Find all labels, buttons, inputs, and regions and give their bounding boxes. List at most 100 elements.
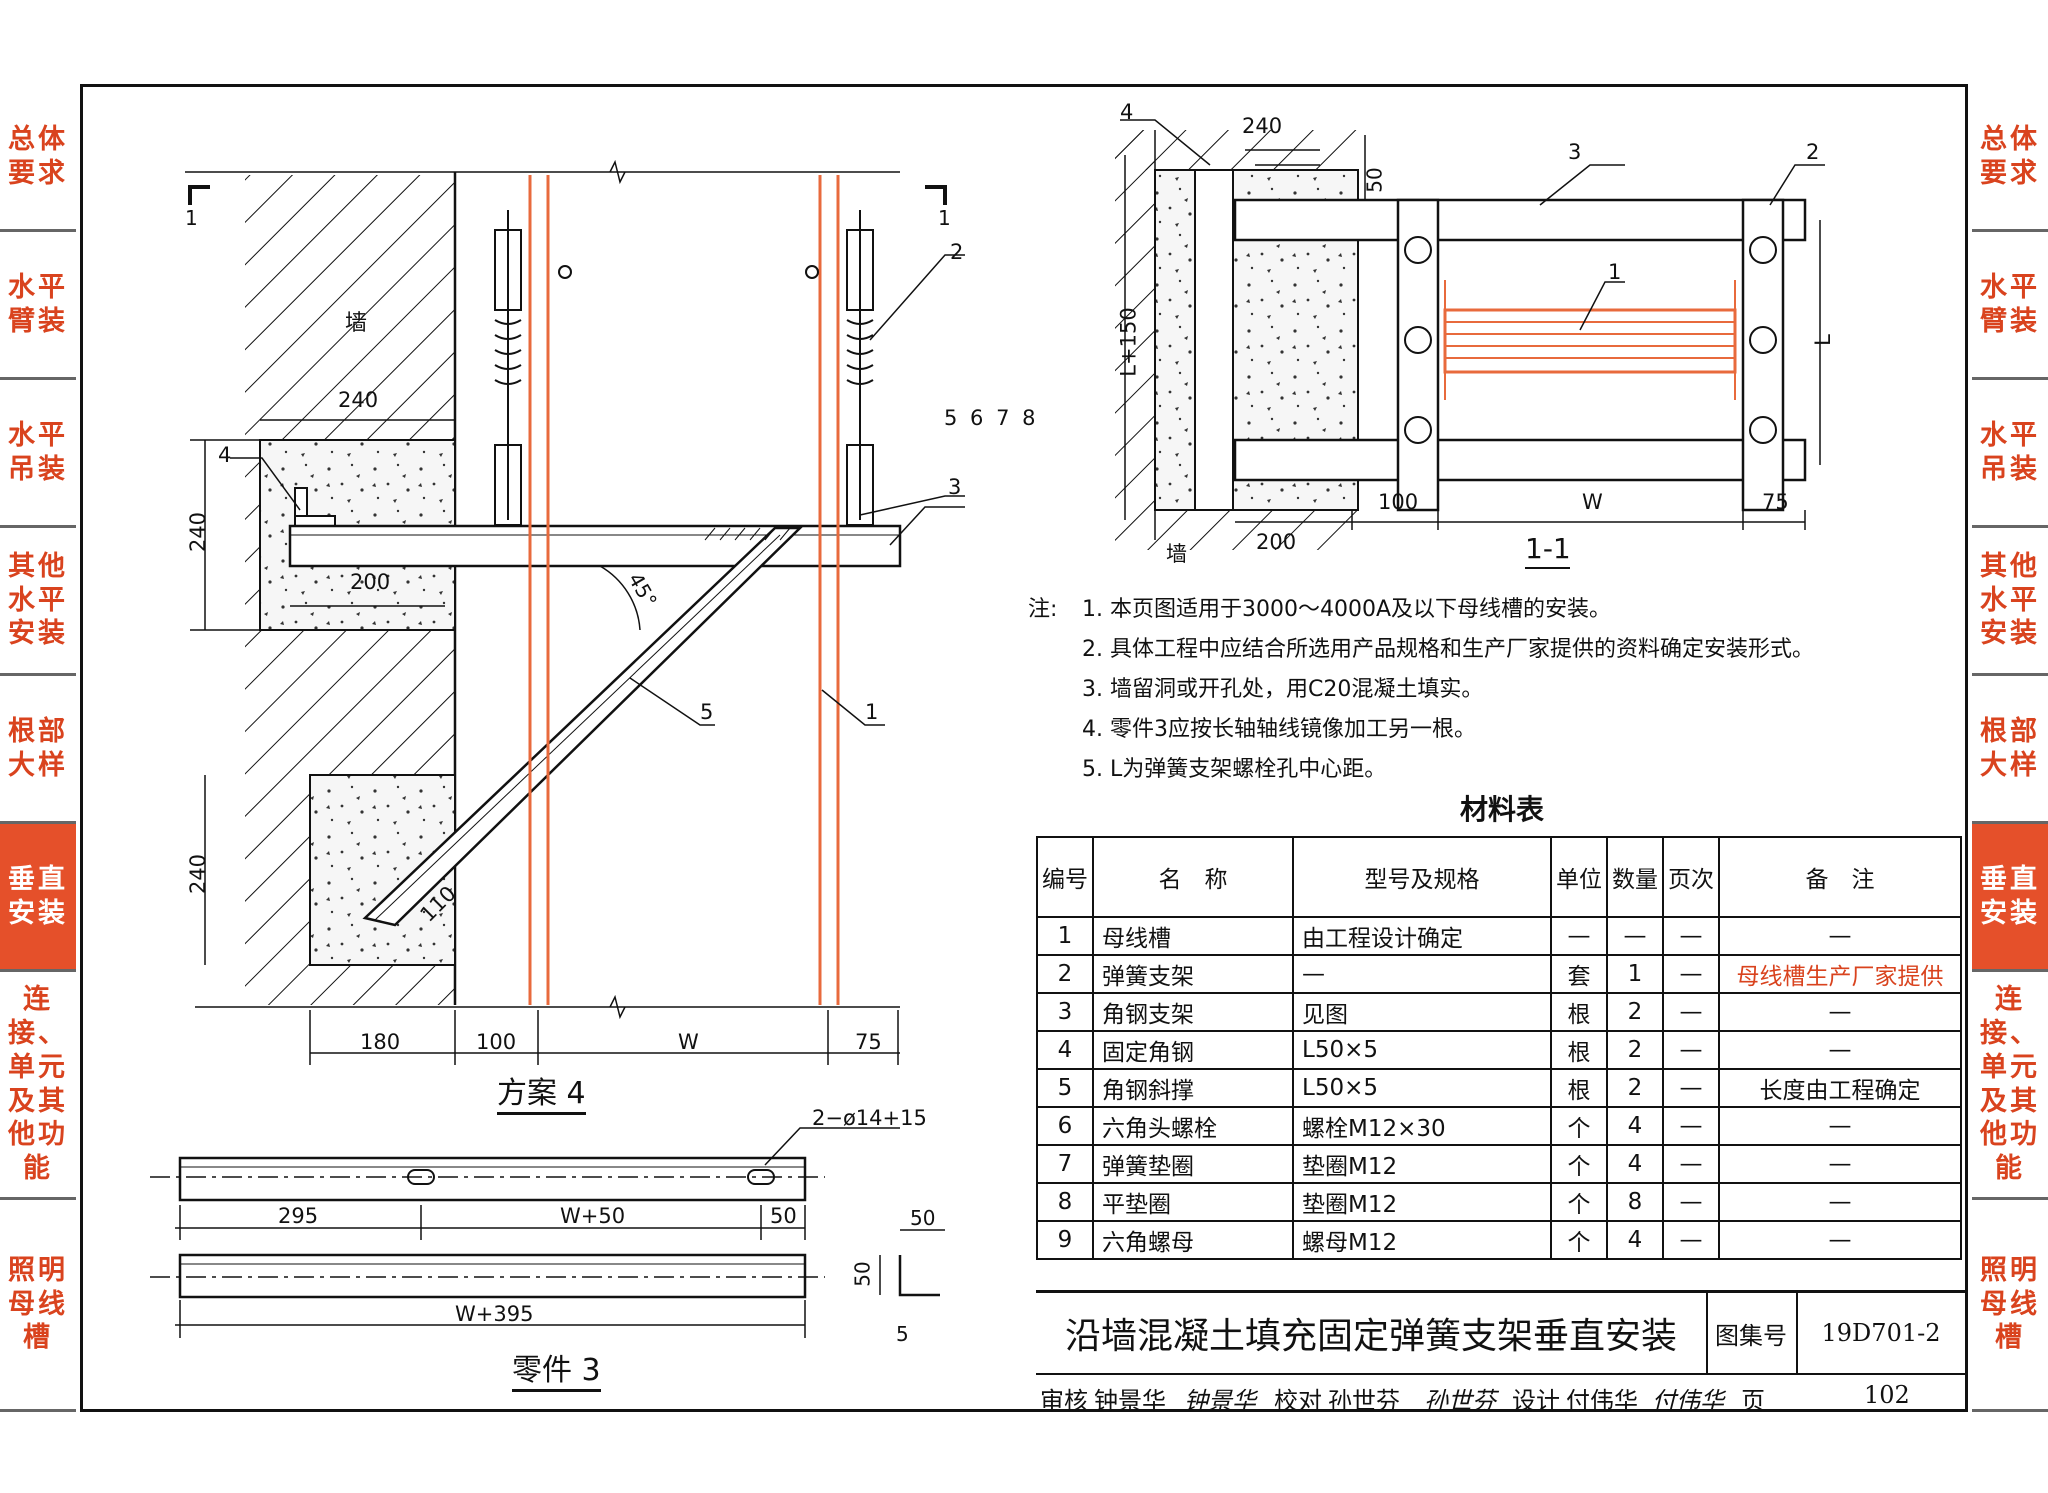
plan4-dim-W: W (678, 1030, 699, 1054)
notes-prefix: 注: (1028, 597, 1058, 622)
chapter-tab[interactable]: 连接、单元及其他功能 (0, 972, 76, 1200)
part3-dim-50: 50 (770, 1204, 797, 1228)
part3-drawing (150, 1127, 945, 1338)
table-cell: 5 (1036, 1068, 1094, 1108)
table-cell: 固定角钢 (1092, 1030, 1294, 1070)
section11-dim-W: W (1582, 490, 1603, 514)
table-cell: — (1550, 916, 1608, 956)
chapter-tab[interactable]: 连接、单元及其他功能 (1972, 972, 2048, 1200)
drawing-title: 沿墙混凝土填充固定弹簧支架垂直安装 (1036, 1293, 1708, 1373)
chapter-tab[interactable]: 水平吊装 (0, 380, 76, 528)
chapter-tab-label: 水平臂装 (1980, 271, 2040, 337)
atlas-no: 19D701-2 (1821, 1319, 1941, 1347)
checker-signature: 孙世芬 (1424, 1387, 1496, 1415)
plan4-dim-75: 75 (855, 1030, 882, 1054)
plan4-title: 方案 4 (497, 1068, 586, 1115)
chapter-tab-label: 水平臂装 (8, 271, 68, 337)
plan4-dim-200: 200 (350, 570, 391, 594)
part3-angle-top: 50 (910, 1206, 936, 1230)
table-cell: 4 (1606, 1106, 1664, 1146)
table-cell: 六角头螺栓 (1092, 1106, 1294, 1146)
table-cell: — (1662, 1182, 1720, 1222)
design-label: 设计 (1512, 1387, 1560, 1415)
plan4-dim-240-left2: 240 (186, 853, 211, 895)
atlas-label: 图集号 (1706, 1293, 1798, 1373)
chapter-tab[interactable]: 垂直安装 (0, 824, 76, 972)
table-cell: 6 (1036, 1106, 1094, 1146)
table-cell: 9 (1036, 1220, 1094, 1260)
reviewer-name: 钟景华 (1094, 1387, 1166, 1415)
table-cell: — (1718, 916, 1962, 956)
table-cell: 套 (1550, 954, 1608, 994)
chapter-tab[interactable]: 水平臂装 (0, 232, 76, 380)
table-cell: — (1606, 916, 1664, 956)
chapter-tab-label: 连接、单元及其他功能 (8, 984, 68, 1184)
table-cell: 2 (1606, 1030, 1664, 1070)
part3-title: 零件 3 (512, 1345, 601, 1392)
table-cell: — (1718, 1106, 1962, 1146)
plan4-callout-5678: 5 6 7 8 (944, 406, 1036, 430)
note-3: 3. 墙留洞或开孔处，用C20混凝土填实。 (1082, 677, 1484, 702)
col-header: 编号 (1036, 836, 1094, 918)
chapter-tab[interactable]: 照明母线槽 (0, 1200, 76, 1412)
table-cell: 母线槽生产厂家提供 (1718, 954, 1962, 994)
chapter-tab-label: 根部大样 (1980, 715, 2040, 781)
note-2: 2. 具体工程中应结合所选用产品规格和生产厂家提供的资料确定安装形式。 (1082, 637, 1814, 662)
chapter-tab[interactable]: 水平臂装 (1972, 232, 2048, 380)
plan4-callout-3: 3 (948, 475, 962, 499)
table-cell: — (1662, 1030, 1720, 1070)
table-cell: 螺栓M12×30 (1292, 1106, 1552, 1146)
title-block: 沿墙混凝土填充固定弹簧支架垂直安装 图集号 19D701-2 审核 钟景华 钟景… (1036, 1290, 1966, 1415)
chapter-tab[interactable]: 根部大样 (0, 676, 76, 824)
part3-dim-W395: W+395 (455, 1302, 534, 1326)
table-cell: 4 (1036, 1030, 1094, 1070)
part3-dim-W50: W+50 (560, 1204, 626, 1228)
part3-angle-thick: 5 (896, 1322, 909, 1346)
table-cell: 弹簧垫圈 (1092, 1144, 1294, 1184)
chapter-tab-label: 总体要求 (8, 123, 68, 189)
table-cell: 弹簧支架 (1092, 954, 1294, 994)
chapter-tab[interactable]: 其他水平安装 (1972, 528, 2048, 676)
table-cell: — (1718, 1220, 1962, 1260)
chapter-tab[interactable]: 水平吊装 (1972, 380, 2048, 528)
table-cell: 角钢支架 (1092, 992, 1294, 1032)
table-cell: 母线槽 (1092, 916, 1294, 956)
table-cell: 长度由工程确定 (1718, 1068, 1962, 1108)
svg-text:1: 1 (185, 206, 198, 230)
plan4-drawing: 1 1 (185, 159, 965, 1065)
table-cell: 个 (1550, 1182, 1608, 1222)
plan4-dim-100: 100 (476, 1030, 517, 1054)
chapter-tab-label: 根部大样 (8, 715, 68, 781)
table-cell: 8 (1606, 1182, 1664, 1222)
table-cell: — (1718, 1030, 1962, 1070)
table-cell: L50×5 (1292, 1068, 1552, 1108)
section11-dim-50: 50 (1362, 167, 1387, 193)
chapter-tab[interactable]: 总体要求 (0, 84, 76, 232)
chapter-tab[interactable]: 垂直安装 (1972, 824, 2048, 972)
chapter-tab-label: 其他水平安装 (8, 550, 68, 650)
signature-row: 审核 钟景华 钟景华 校对 孙世芬 孙世芬 设计 付伟华 付伟华 页 102 (1036, 1373, 1966, 1415)
chapter-tab[interactable]: 照明母线槽 (1972, 1200, 2048, 1412)
chapter-tab[interactable]: 其他水平安装 (0, 528, 76, 676)
plan4-callout-5: 5 (700, 700, 714, 724)
section11-dim-75: 75 (1762, 490, 1789, 514)
section11-wall-label: 墙 (1166, 542, 1187, 566)
page-label: 页 (1741, 1387, 1765, 1415)
table-cell: 垫圈M12 (1292, 1144, 1552, 1184)
note-1: 1. 本页图适用于3000～4000A及以下母线槽的安装。 (1082, 597, 1612, 622)
note-5: 5. L为弹簧支架螺栓孔中心距。 (1082, 757, 1387, 782)
section11-callout-3: 3 (1568, 140, 1582, 164)
table-cell: — (1662, 1144, 1720, 1184)
table-cell: — (1292, 954, 1552, 994)
plan4-dim-240-top: 240 (338, 388, 379, 412)
chapter-tab[interactable]: 总体要求 (1972, 84, 2048, 232)
chapter-tab-label: 垂直安装 (8, 863, 68, 929)
note-4: 4. 零件3应按长轴轴线镜像加工另一根。 (1082, 717, 1476, 742)
chapter-tab[interactable]: 根部大样 (1972, 676, 2048, 824)
